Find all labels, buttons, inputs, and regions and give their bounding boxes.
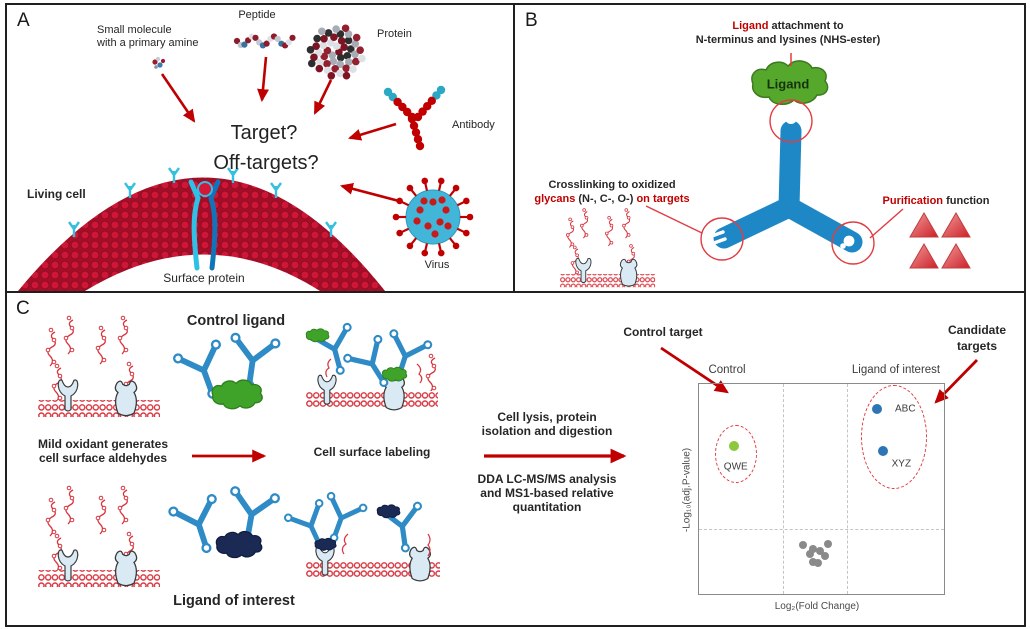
surface-protein-label: Surface protein [163, 271, 245, 285]
panel-a-arrows [160, 56, 400, 203]
panel-c-arrows [192, 346, 979, 464]
plot-background-point [809, 545, 818, 554]
figure-border [5, 3, 1026, 627]
offtargets-question: Off-targets? [213, 152, 319, 174]
crosslinking-annotation-line1: Crosslinking to oxidized [548, 179, 676, 191]
protein-label: Protein [377, 28, 412, 40]
target-question: Target? [230, 122, 298, 144]
nhs-ester-annotation: N-terminus and lysines (NHS-ester) [695, 34, 881, 46]
plot-background-point [814, 559, 823, 568]
trifunctional-probe-illustration [710, 109, 863, 253]
cell-surface-labeling-bottom [284, 492, 440, 582]
peptide-illustration [233, 33, 296, 49]
plot-threshold-line-right [846, 384, 848, 594]
protein-illustration [306, 24, 366, 80]
control-target-ellipse [715, 425, 757, 483]
panel-a-label: A [17, 10, 30, 31]
plot-header-control: Control [708, 364, 746, 376]
mild-oxidant-line2: cell surface aldehydes [38, 451, 168, 465]
dda-step-line3: quantitation [512, 500, 582, 514]
crosslinking-annotation-line2: glycans (N-, C-, O-) on targets [534, 193, 690, 205]
plot-background-point [820, 552, 829, 561]
plot-point-xyz [877, 446, 888, 457]
surface-protein-illustration [188, 179, 221, 271]
virus-illustration [392, 177, 474, 257]
small-molecule-illustration [152, 56, 166, 69]
panel-b-annotation-lines [645, 53, 904, 265]
ligand-attachment-annotation: Ligand attachment to [732, 20, 844, 32]
plot-header-ligand-of-interest: Ligand of interest [851, 364, 941, 376]
lysis-step-line2: isolation and digestion [481, 424, 613, 438]
lysis-step-line1: Cell lysis, protein [497, 410, 597, 424]
control-target-label: Control target [623, 325, 703, 339]
purification-annotation: Purification function [882, 195, 990, 207]
mild-oxidant-line1: Mild oxidant generates [37, 437, 169, 451]
plot-background-point [809, 558, 818, 567]
cell-surface-labeling-label: Cell surface labeling [313, 445, 431, 459]
plot-threshold-line-horizontal [699, 528, 944, 530]
candidate-targets-line2: targets [956, 339, 998, 353]
ligand-of-interest-heading: Ligand of interest [173, 593, 295, 609]
panel-b-label: B [525, 10, 538, 31]
living-cell-illustration [18, 167, 385, 291]
control-ligand-heading: Control ligand [186, 313, 286, 329]
living-cell-label: Living cell [27, 187, 86, 201]
purification-beads-illustration [909, 212, 971, 269]
panel-c-label: C [16, 298, 30, 319]
plot-y-axis-label: -Log₁₀(adj.P-value) [681, 447, 693, 533]
plot-x-axis-label: Log₂(Fold Change) [774, 601, 860, 612]
plot-point-label-xyz: XYZ [891, 458, 912, 470]
dda-step-line2: and MS1-based relative [480, 486, 614, 500]
plot-point-label-abc: ABC [895, 403, 916, 415]
plot-background-point [823, 540, 832, 549]
plot-background-point [816, 547, 825, 556]
plot-point-abc [871, 404, 882, 415]
antibody-illustration [383, 85, 446, 151]
ligand-blob-label: Ligand [766, 76, 810, 92]
plot-background-point [805, 550, 814, 559]
dda-step-line1: DDA LC-MS/MS analysis [477, 472, 617, 486]
antibody-label: Antibody [452, 119, 495, 131]
plot-threshold-line-left [783, 384, 785, 594]
peptide-label: Peptide [238, 9, 276, 21]
candidate-targets-line1: Candidate [947, 323, 1007, 337]
panel-divider-horizontal [5, 291, 1026, 293]
plot-point-label-qwe: QWE [723, 461, 748, 473]
plot-background-point [799, 541, 808, 550]
ligand-word-red: Ligand [732, 20, 769, 32]
cell-surface-labeling-top [305, 323, 438, 411]
scatter-plot: QWE ABC XYZ [698, 383, 945, 595]
candidate-targets-ellipse [861, 385, 927, 489]
panel-divider-vertical [513, 3, 515, 293]
virus-label: Virus [424, 259, 450, 271]
small-molecule-label: Small molecule with a primary amine [97, 24, 199, 49]
plot-point-qwe [728, 440, 739, 451]
